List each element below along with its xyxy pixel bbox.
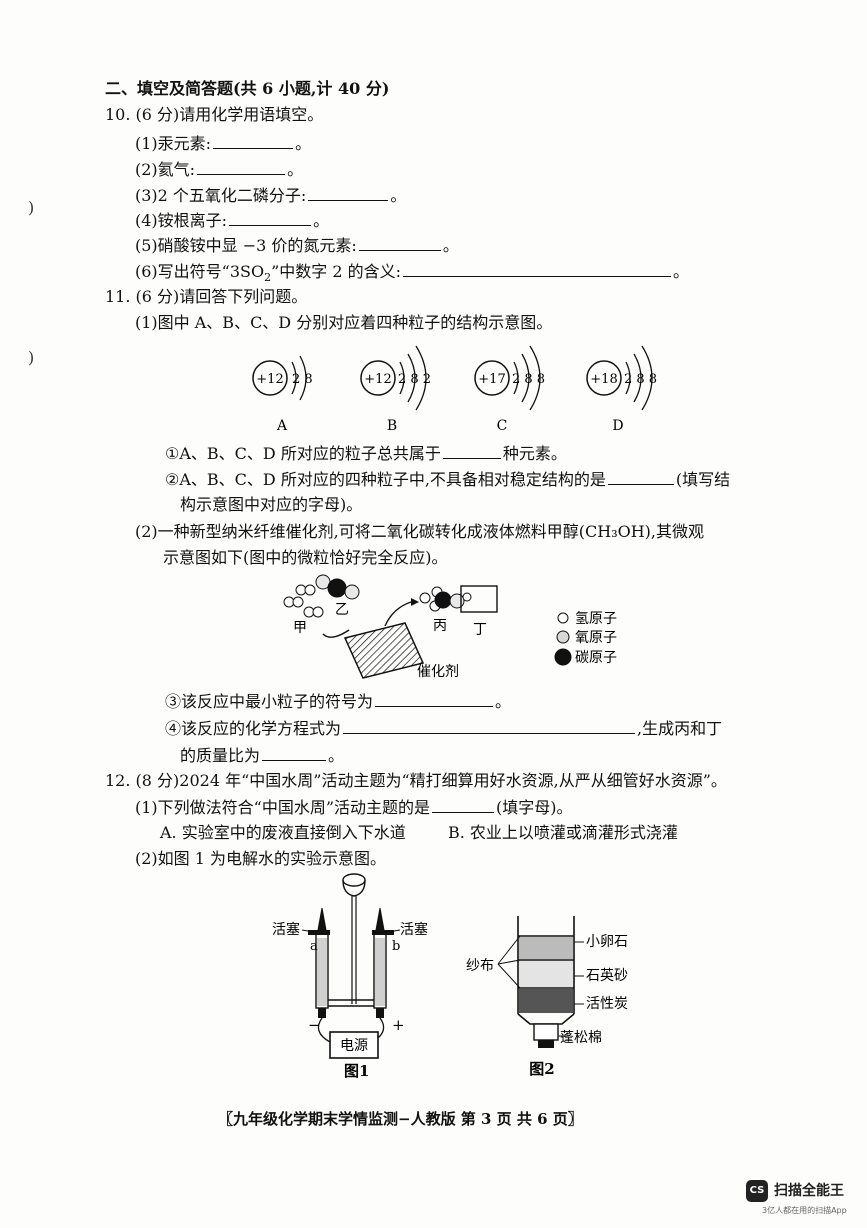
svg-text:电源: 电源 — [340, 1038, 368, 1054]
svg-text:小卵石: 小卵石 — [586, 934, 628, 950]
svg-text:图1: 图1 — [344, 1062, 369, 1080]
svg-text:2 8: 2 8 — [292, 372, 313, 387]
svg-text:丙: 丙 — [433, 618, 447, 634]
svg-text:+: + — [392, 1016, 405, 1034]
svg-text:乙: 乙 — [335, 602, 349, 618]
svg-text:甲: 甲 — [293, 620, 307, 636]
q11-stem: 11. (6 分)请回答下列问题。 — [105, 287, 308, 306]
figure-1-electrolysis: 电源 活塞 活塞 a b − + 图1 — [272, 873, 428, 1080]
svg-text:−: − — [308, 1016, 321, 1034]
svg-text:蓬松棉: 蓬松棉 — [560, 1029, 602, 1046]
svg-text:2 8 2: 2 8 2 — [398, 372, 431, 387]
svg-text:纱布: 纱布 — [466, 958, 494, 974]
camscanner-logo: CS — [746, 1180, 768, 1202]
svg-text:活性炭: 活性炭 — [586, 996, 628, 1012]
svg-text:活塞: 活塞 — [272, 921, 300, 938]
atom-diagram-b: +12 2 8 2 B — [360, 345, 431, 434]
atom-diagram-a: +12 2 8 A — [252, 355, 313, 434]
answer-blank[interactable] — [197, 158, 286, 175]
atom-diagram-d: +18 2 8 8 D — [586, 345, 657, 434]
q12-part2: (2)如图 1 为电解水的实验示意图。 — [135, 849, 387, 868]
catalyst-plate — [343, 622, 425, 679]
svg-text:B: B — [387, 418, 397, 434]
atomic-structure-diagrams: +12 2 8 A +12 2 8 2 B +17 2 8 8 C +18 2 … — [252, 345, 657, 434]
answer-blank[interactable] — [442, 442, 501, 459]
svg-text:催化剂: 催化剂 — [417, 664, 459, 680]
product-bing: 丙 — [419, 586, 472, 634]
reactant-yi: 乙 — [315, 574, 360, 618]
svg-text:+18: +18 — [590, 372, 617, 387]
answer-blank[interactable] — [213, 132, 294, 149]
answer-blank[interactable] — [262, 744, 327, 761]
q10-stem: 10. (6 分)请用化学用语填空。 — [105, 105, 324, 124]
svg-text:氧原子: 氧原子 — [575, 630, 617, 646]
section-title: 二、填空及简答题(共 6 小题,计 40 分) — [105, 79, 390, 98]
answer-blank[interactable] — [358, 234, 441, 251]
q10-item-4: (4)铵根离子:。 — [135, 209, 330, 230]
q10-item-3: (3)2 个五氧化二磷分子:。 — [135, 184, 407, 205]
q10-item-1: (1)汞元素:。 — [135, 132, 312, 153]
margin-mark: ) — [28, 198, 35, 217]
svg-text:丁: 丁 — [473, 622, 487, 638]
svg-text:b: b — [392, 939, 400, 954]
svg-text:C: C — [497, 418, 508, 434]
answer-blank[interactable] — [375, 690, 494, 707]
q10-item-2: (2)氦气:。 — [135, 158, 304, 179]
q11-part1: (1)图中 A、B、C、D 分别对应着四种粒子的结构示意图。 — [135, 313, 553, 332]
atom-diagram-c: +17 2 8 8 C — [474, 345, 545, 434]
svg-text:+17: +17 — [478, 372, 505, 387]
svg-text:a: a — [310, 939, 318, 954]
answer-blank[interactable] — [607, 468, 674, 485]
svg-text:2 8 8: 2 8 8 — [512, 372, 545, 387]
svg-text:+12: +12 — [364, 372, 391, 387]
reaction-micro-diagram: 催化剂 甲 乙 丙 丁 氢原子 氧原子 碳原子 — [283, 574, 617, 680]
answer-blank[interactable] — [308, 184, 389, 201]
q12-option-b: B. 农业上以喷灌或滴灌形式浇灌 — [448, 823, 678, 842]
q10-item-5: (5)硝酸铵中显 −3 价的氮元素:。 — [135, 234, 459, 255]
q12-part1: (1)下列做法符合“中国水周”活动主题的是(填字母)。 — [135, 796, 573, 817]
svg-text:A: A — [276, 418, 288, 434]
q11-sub1: ①A、B、C、D 所对应的粒子总共属于种元素。 — [165, 442, 567, 463]
answer-blank[interactable] — [403, 260, 672, 277]
q11-sub2-cont: 构示意图中对应的字母)。 — [180, 495, 363, 514]
answer-blank[interactable] — [432, 796, 495, 813]
svg-text:活塞: 活塞 — [400, 921, 428, 938]
product-ding-box — [460, 585, 498, 613]
svg-text:2 8 8: 2 8 8 — [624, 372, 657, 387]
q12-option-a: A. 实验室中的废液直接倒入下水道 — [160, 823, 406, 842]
q11-sub4: ④该反应的化学方程式为,生成丙和丁 — [165, 717, 723, 738]
q10-item-6: (6)写出符号“3SO2”中数字 2 的含义:。 — [135, 260, 690, 285]
answer-blank[interactable] — [343, 717, 636, 734]
margin-mark: ) — [28, 348, 35, 367]
answer-blank[interactable] — [229, 209, 312, 226]
q12-stem: 12. (8 分)2024 年“中国水周”活动主题为“精打细算用好水资源,从严从… — [105, 771, 727, 790]
figure-2-water-filter: 纱布 小卵石 石英砂 活性炭 蓬松棉 图2 — [466, 916, 628, 1078]
svg-text:+12: +12 — [256, 372, 283, 387]
reactant-jia: 甲 — [283, 584, 324, 636]
q11-sub4-cont: 的质量比为。 — [180, 744, 345, 765]
q11-part2-line2: 示意图如下(图中的微粒恰好完全反应)。 — [163, 548, 448, 567]
legend: 氢原子 氧原子 碳原子 — [554, 611, 617, 666]
svg-text:氢原子: 氢原子 — [575, 611, 617, 627]
q11-sub2: ②A、B、C、D 所对应的四种粒子中,不具备相对稳定结构的是(填写结 — [165, 468, 731, 489]
svg-text:D: D — [612, 418, 623, 434]
svg-text:石英砂: 石英砂 — [586, 967, 628, 984]
q11-sub3: ③该反应中最小粒子的符号为。 — [165, 690, 512, 711]
camscanner-name: 扫描全能王 — [774, 1183, 844, 1199]
page-footer: 〖九年级化学期末学情监测−人教版 第 3 页 共 6 页〗 — [218, 1110, 583, 1128]
camscanner-tagline: 3亿人都在用的扫描App — [762, 1206, 847, 1215]
q11-part2-line1: (2)一种新型纳米纤维催化剂,可将二氧化碳转化成液体燃料甲醇(CH₃OH),其微… — [135, 522, 705, 541]
svg-text:图2: 图2 — [529, 1060, 554, 1078]
svg-text:碳原子: 碳原子 — [575, 650, 617, 666]
